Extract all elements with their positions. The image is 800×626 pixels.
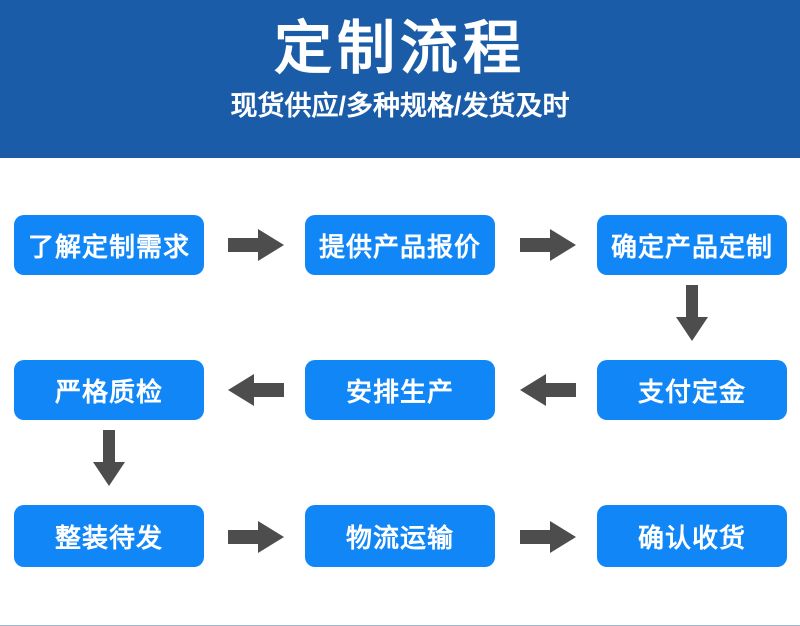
arrow-down-icon bbox=[92, 430, 126, 486]
flow-node-label: 物流运输 bbox=[345, 522, 454, 553]
flow-node-provide-quotation[interactable]: 提供产品报价 bbox=[305, 215, 495, 275]
flow-node-strict-quality-inspection[interactable]: 严格质检 bbox=[14, 360, 204, 420]
flow-node-logistics-transport[interactable]: 物流运输 bbox=[305, 505, 495, 567]
arrow-right-icon bbox=[228, 520, 284, 554]
flow-node-label: 了解定制需求 bbox=[27, 231, 190, 262]
page-subtitle: 现货供应/多种规格/发货及时 bbox=[230, 91, 570, 121]
flow-node-ready-for-shipment[interactable]: 整装待发 bbox=[14, 505, 204, 567]
arrow-left-icon bbox=[228, 373, 284, 407]
arrow-right-icon bbox=[228, 228, 284, 262]
flow-node-confirm-customization[interactable]: 确定产品定制 bbox=[597, 215, 787, 275]
flow-node-understand-requirements[interactable]: 了解定制需求 bbox=[14, 215, 204, 275]
page-title: 定制流程 bbox=[273, 16, 526, 81]
flow-node-label: 整装待发 bbox=[54, 522, 163, 553]
flow-node-label: 确定产品定制 bbox=[610, 231, 773, 262]
flow-node-confirm-receipt[interactable]: 确认收货 bbox=[597, 505, 787, 567]
flow-node-label: 安排生产 bbox=[345, 376, 454, 407]
arrow-right-icon bbox=[520, 520, 576, 554]
arrow-left-icon bbox=[520, 373, 576, 407]
arrow-down-icon bbox=[675, 285, 709, 341]
flow-node-pay-deposit[interactable]: 支付定金 bbox=[597, 360, 787, 420]
flow-node-arrange-production[interactable]: 安排生产 bbox=[305, 360, 495, 420]
flow-node-label: 确认收货 bbox=[637, 522, 746, 553]
arrow-right-icon bbox=[520, 228, 576, 262]
flow-node-label: 提供产品报价 bbox=[318, 231, 481, 262]
flow-node-label: 严格质检 bbox=[54, 376, 163, 407]
header-banner: 定制流程 现货供应/多种规格/发货及时 bbox=[0, 0, 800, 158]
flow-node-label: 支付定金 bbox=[637, 376, 746, 407]
process-flow-diagram: 了解定制需求 提供产品报价 确定产品定制 严格质检 bbox=[0, 158, 800, 625]
